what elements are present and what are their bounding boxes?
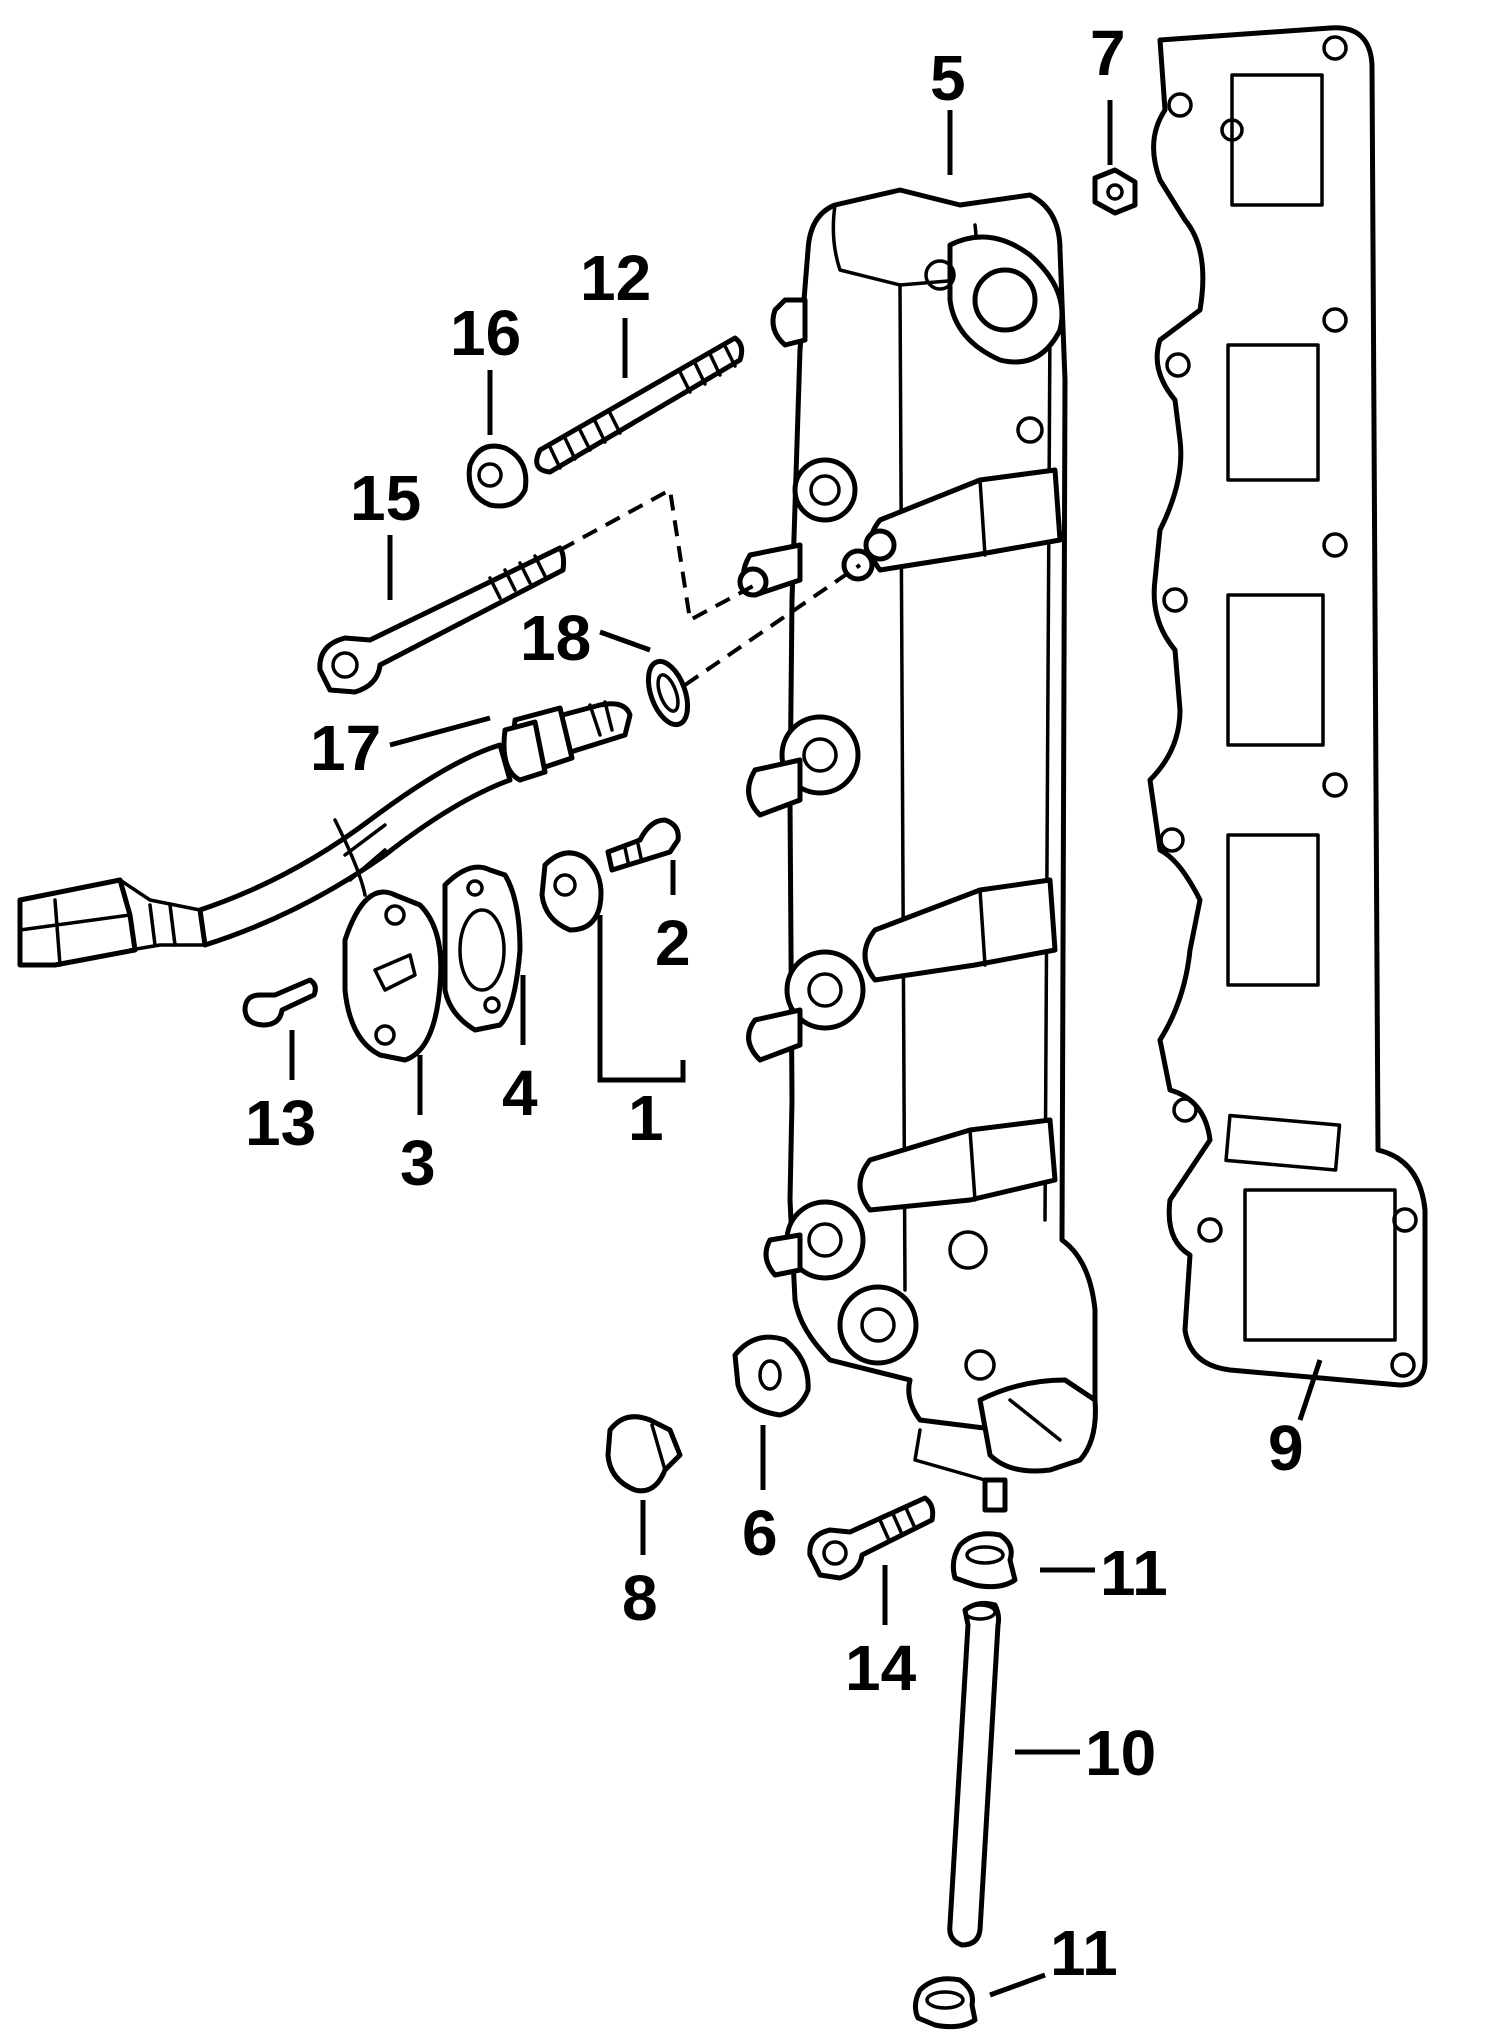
bolt-14-part bbox=[807, 1495, 936, 1581]
label-10: 10 bbox=[1085, 1717, 1156, 1789]
callout-lines bbox=[289, 100, 1323, 1998]
label-5: 5 bbox=[930, 42, 966, 114]
label-3: 3 bbox=[400, 1127, 436, 1199]
washer-18-part bbox=[645, 658, 691, 728]
alignment-lines bbox=[559, 486, 862, 687]
label-9: 9 bbox=[1268, 1412, 1304, 1484]
screw-2-part bbox=[605, 817, 681, 873]
stud-part bbox=[534, 335, 745, 475]
gasket-4-part bbox=[442, 864, 523, 1033]
label-11-top: 11 bbox=[1100, 1537, 1168, 1609]
label-15: 15 bbox=[350, 462, 421, 534]
label-17: 17 bbox=[310, 712, 381, 784]
label-8: 8 bbox=[622, 1562, 658, 1634]
label-14: 14 bbox=[845, 1632, 917, 1704]
label-7: 7 bbox=[1090, 17, 1126, 89]
gasket-part bbox=[1147, 25, 1428, 1388]
label-4: 4 bbox=[502, 1057, 538, 1129]
label-6: 6 bbox=[742, 1497, 778, 1569]
label-16: 16 bbox=[450, 297, 521, 369]
clamp-top-part bbox=[950, 1531, 1018, 1590]
plug-8-part bbox=[605, 1414, 683, 1494]
label-18: 18 bbox=[520, 602, 591, 674]
label-12: 12 bbox=[580, 242, 651, 314]
callout-labels: 5 7 12 16 15 18 17 2 13 3 4 1 6 8 14 9 1… bbox=[245, 17, 1304, 1989]
sensor-part bbox=[17, 700, 633, 968]
bolt-15-part bbox=[317, 545, 567, 695]
clamp-bottom-part bbox=[912, 1976, 978, 2030]
cover-3-part bbox=[342, 889, 444, 1063]
label-13: 13 bbox=[245, 1087, 316, 1159]
label-11-bottom: 11 bbox=[1050, 1917, 1118, 1989]
washer-6-part bbox=[732, 1334, 811, 1418]
washer-16-part bbox=[466, 443, 529, 509]
hose-part bbox=[947, 1600, 1002, 1948]
bolt-13-part bbox=[242, 977, 318, 1028]
plug-1-part bbox=[539, 850, 604, 933]
cover-housing-part bbox=[737, 187, 1098, 1513]
nut-part bbox=[1092, 167, 1138, 216]
label-1: 1 bbox=[628, 1082, 664, 1154]
label-2: 2 bbox=[655, 907, 691, 979]
